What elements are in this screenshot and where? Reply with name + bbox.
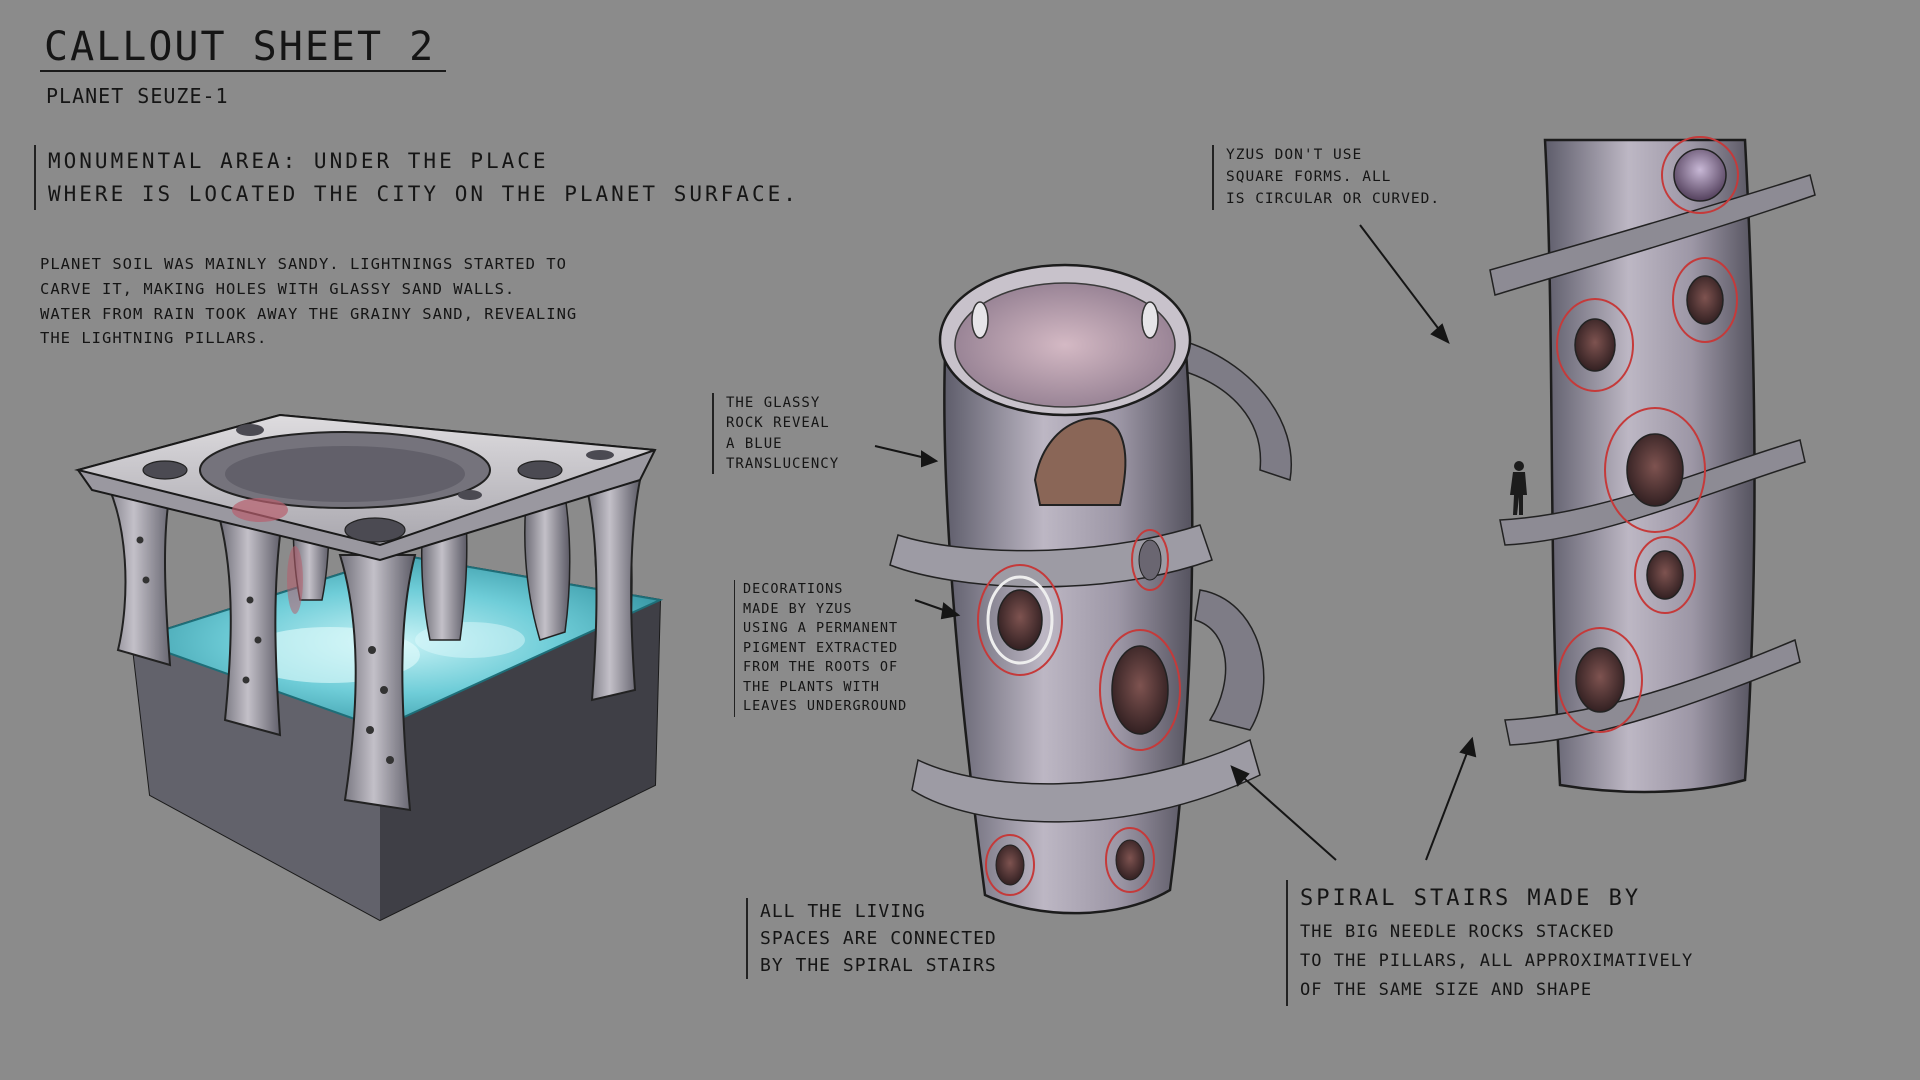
- human-figure-scale-icon: [1510, 461, 1527, 515]
- note-line: MONUMENTAL AREA: UNDER THE PLACE: [48, 149, 549, 173]
- note-line: ALL THE LIVING: [760, 901, 926, 922]
- hollow-pillar-tower-illustration: [889, 263, 1292, 915]
- note-line: BY THE SPIRAL STAIRS: [760, 955, 997, 976]
- monumental-area-cube-illustration: [74, 413, 664, 922]
- note-line: ROCK REVEAL: [726, 415, 830, 432]
- arrow-icon: [1230, 765, 1337, 861]
- note-glassy-rock: THE GLASSY ROCK REVEAL A BLUE TRANSLUCEN…: [712, 393, 840, 475]
- note-line: WATER FROM RAIN TOOK AWAY THE GRAINY SAN…: [40, 304, 578, 323]
- note-line: TRANSLUCENCY: [726, 455, 840, 472]
- note-line: THE GLASSY: [726, 395, 821, 411]
- arrow-icon: [874, 445, 939, 468]
- arrow-icon: [914, 599, 961, 620]
- note-line: IS CIRCULAR OR CURVED.: [1226, 190, 1441, 207]
- note-line: CARVE IT, MAKING HOLES WITH GLASSY SAND …: [40, 279, 516, 298]
- note-line: THE PLANTS WITH: [743, 678, 880, 695]
- note-yzus-forms: YZUS DON'T USE SQUARE FORMS. ALL IS CIRC…: [1212, 145, 1441, 211]
- arrow-icon: [1425, 736, 1477, 861]
- note-line: SPIRAL STAIRS MADE BY: [1300, 886, 1642, 911]
- sheet-subtitle: PLANET SEUZE-1: [46, 84, 229, 108]
- note-line: PLANET SOIL WAS MAINLY SANDY. LIGHTNINGS…: [40, 255, 567, 273]
- note-spiral-stairs: SPIRAL STAIRS MADE BY THE BIG NEEDLE ROC…: [1286, 880, 1693, 1006]
- note-line: LEAVES UNDERGROUND: [743, 698, 908, 715]
- note-planet-soil: PLANET SOIL WAS MAINLY SANDY. LIGHTNINGS…: [40, 252, 577, 351]
- note-line: WHERE IS LOCATED THE CITY ON THE PLANET …: [48, 181, 799, 206]
- note-line: THE BIG NEEDLE ROCKS STACKED: [1300, 921, 1615, 942]
- note-line: PIGMENT EXTRACTED: [743, 639, 899, 656]
- note-line: USING A PERMANENT: [743, 620, 899, 637]
- note-line: OF THE SAME SIZE AND SHAPE: [1300, 980, 1593, 1001]
- note-line: THE LIGHTNING PILLARS.: [40, 329, 268, 348]
- note-monumental-area: MONUMENTAL AREA: UNDER THE PLACE WHERE I…: [34, 145, 799, 211]
- spiral-stair-pillar-illustration: [1489, 136, 1816, 794]
- note-line: SQUARE FORMS. ALL: [1226, 168, 1392, 185]
- title-underline: [40, 70, 446, 72]
- note-line: MADE BY YZUS: [743, 600, 853, 617]
- note-line: TO THE PILLARS, ALL APPROXIMATIVELY: [1300, 951, 1694, 972]
- note-line: SPACES ARE CONNECTED: [760, 928, 997, 949]
- note-line: A BLUE: [726, 435, 783, 452]
- arrow-icon: [1359, 224, 1450, 345]
- note-line: DECORATIONS: [743, 581, 844, 597]
- annotation-arrows: [874, 224, 1477, 861]
- sheet-title: CALLOUT SHEET 2: [44, 24, 436, 70]
- note-line: YZUS DON'T USE: [1226, 147, 1363, 163]
- note-line: FROM THE ROOTS OF: [743, 659, 899, 676]
- note-decorations: DECORATIONS MADE BY YZUS USING A PERMANE…: [734, 580, 907, 717]
- note-living-spaces: ALL THE LIVING SPACES ARE CONNECTED BY T…: [746, 898, 997, 979]
